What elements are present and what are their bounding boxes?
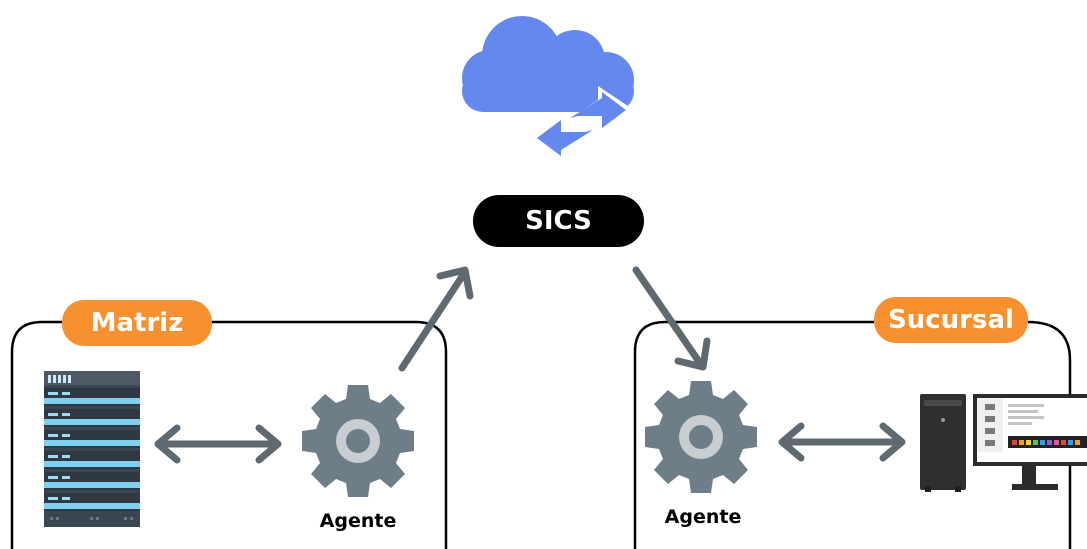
- gear-icon: [645, 381, 757, 493]
- server-rack-icon: [44, 371, 140, 527]
- cloud-sync-icon: [462, 16, 634, 162]
- arrow-agent-to-sics: [398, 266, 474, 372]
- arrow-server-agent: [154, 424, 282, 464]
- sics-label: SICS: [473, 195, 644, 247]
- sucursal-agent-label: Agente: [664, 506, 742, 528]
- matriz-agent-label: Agente: [319, 510, 397, 532]
- sucursal-label: Sucursal: [874, 297, 1028, 343]
- sucursal-box: [633, 320, 1072, 549]
- arrow-agent-computer: [778, 422, 906, 462]
- gear-icon: [302, 385, 414, 497]
- matriz-label: Matriz: [62, 300, 212, 346]
- desktop-computer-icon: [920, 394, 1087, 492]
- matriz-box: [10, 320, 448, 549]
- arrow-sics-to-agent: [632, 266, 711, 371]
